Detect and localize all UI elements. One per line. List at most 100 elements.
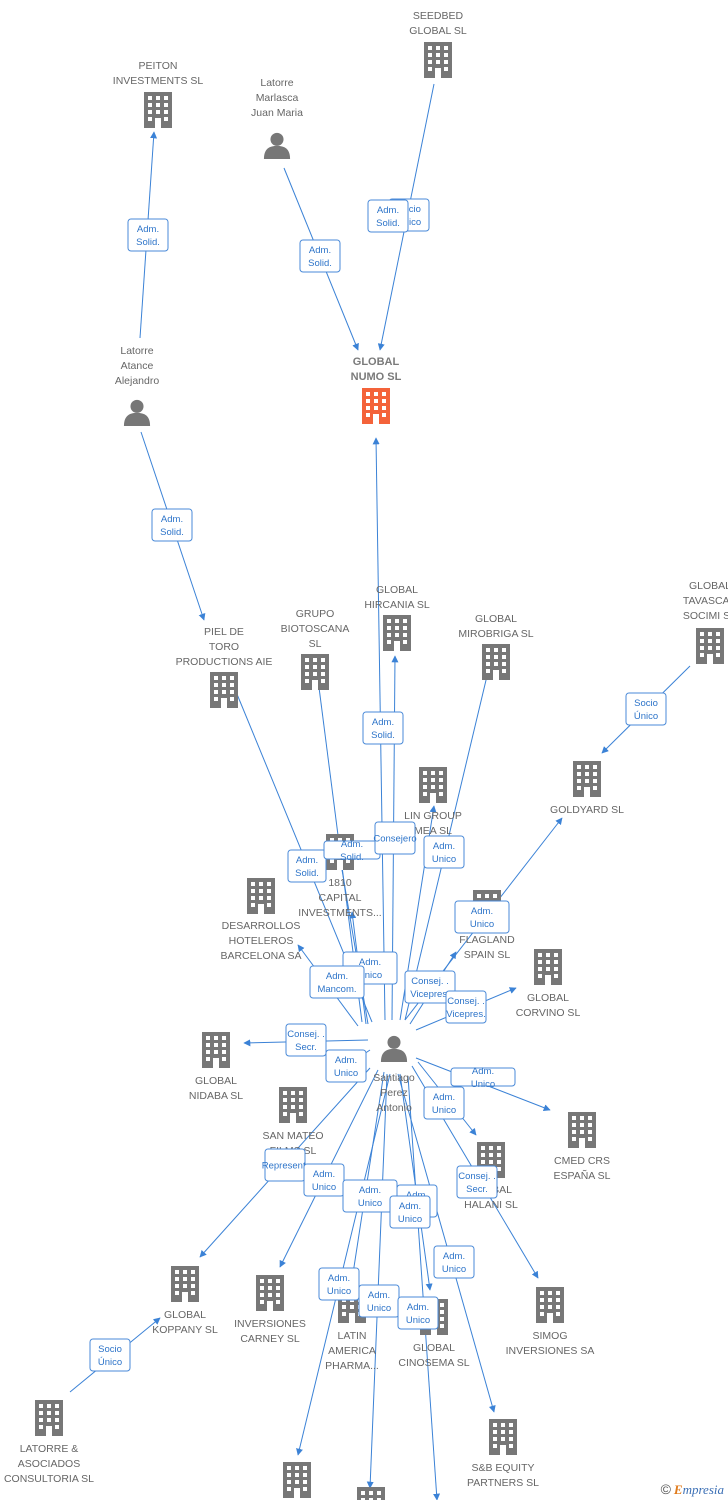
node-label: GLOBAL (527, 992, 569, 1004)
edge-label[interactable]: Adm.Mancom. (309, 965, 365, 999)
node-latin-america[interactable]: LATINAMERICAPHARMA... (325, 1287, 379, 1372)
node-label: PARTNERS SL (467, 1477, 539, 1489)
node-goldyard[interactable]: GOLDYARD SL (550, 761, 624, 816)
node-capital-1810[interactable]: 1810CAPITALINVESTMENTS... (298, 834, 382, 919)
building-icon (283, 1462, 311, 1498)
edge-label-text: Socio (98, 1344, 122, 1355)
building-icon (534, 949, 562, 985)
building-icon (419, 767, 447, 803)
edge-label-text: Unico (312, 1182, 336, 1193)
edge-label[interactable]: Consej. .Vicepres. (445, 990, 487, 1024)
edge-label[interactable]: Adm.Unico (423, 835, 465, 869)
building-icon (424, 42, 452, 78)
edge-label[interactable]: Represent. (262, 1148, 308, 1182)
edge-label[interactable]: Adm.Unico (423, 1086, 465, 1120)
edge-label-text: Unico (358, 970, 382, 981)
edge-label[interactable]: Consej. .Secr. (456, 1165, 498, 1199)
edge-label[interactable]: Adm.Unico (318, 1267, 360, 1301)
node-label: GLOBAL (195, 1075, 237, 1087)
building-icon (362, 388, 390, 424)
building-icon (256, 1275, 284, 1311)
node-sb-equity[interactable]: S&B EQUITY PARTNERS SL (467, 1419, 539, 1489)
building-icon (489, 1419, 517, 1455)
edge-label[interactable]: Adm.Solid. (362, 711, 404, 745)
person-icon (263, 132, 291, 159)
edge-label-text: Consej. . (411, 976, 449, 987)
edge-label[interactable]: Adm.Solid. (367, 199, 409, 233)
building-icon (573, 761, 601, 797)
edge-label-text: Adm. (359, 957, 381, 968)
edge-label-text: Unico (398, 1214, 422, 1225)
node-label: Latorre (120, 345, 153, 357)
edge-label[interactable]: Adm.Solid. (299, 239, 341, 273)
edge-label[interactable]: Consej. .Vicepres. (404, 970, 456, 1004)
node-label: ASOCIADOS (18, 1458, 80, 1470)
building-icon (696, 628, 724, 664)
edge-label-text: Solid. (371, 730, 395, 741)
edge-label[interactable]: Adm.Unico (454, 900, 510, 934)
edge-label[interactable]: Adm.Solid. (127, 218, 169, 252)
node-label: S&B EQUITY (471, 1462, 534, 1474)
node-bottom-b[interactable] (357, 1487, 385, 1500)
node-bottom-a[interactable] (283, 1462, 311, 1498)
edge-line (349, 1071, 385, 1281)
edge-label[interactable]: Adm.Unico (433, 1245, 475, 1279)
node-san-mateo[interactable]: SAN MATEOFILMS SL (262, 1087, 324, 1157)
edge-label[interactable]: Consejero (373, 821, 417, 855)
edge-label-text: Único (634, 711, 658, 722)
edge-label[interactable]: Adm.Unico (397, 1296, 439, 1330)
edge-label-text: Único (397, 217, 421, 228)
node-label: LATORRE & (20, 1443, 79, 1455)
edge-label-text: Adm. (341, 839, 363, 850)
edge-label-text: Adm. (399, 1201, 421, 1212)
edge-label[interactable]: Adm.Unico (358, 1284, 400, 1318)
node-label: Alejandro (115, 375, 160, 387)
edge-label[interactable]: Adm.Solid. (287, 849, 327, 883)
edge-label-text: Socio (397, 204, 421, 215)
node-global-tavascan[interactable]: GLOBALTAVASCANSOCIMI SA (683, 580, 728, 664)
edge-label[interactable]: Adm.Unico (342, 1179, 398, 1213)
edge-label[interactable]: Adm.Unico (303, 1163, 345, 1197)
node-label: GOLDYARD SL (550, 804, 624, 816)
edge-label-text: Consej. . (447, 996, 485, 1007)
edge-label[interactable]: Adm.Solid. (151, 508, 193, 542)
node-label: GLOBAL (376, 584, 418, 596)
edge-label-text: Unico (406, 1315, 430, 1326)
node-label: SAN MATEO (262, 1130, 323, 1142)
building-icon (202, 1032, 230, 1068)
edge-label[interactable]: Adm. Unico (389, 1195, 431, 1229)
building-icon (144, 92, 172, 128)
building-icon (279, 1087, 307, 1123)
edge-label[interactable]: Adm.Unico (325, 1049, 367, 1083)
edge-label[interactable]: Adm.Solid. (323, 839, 381, 863)
edge-label[interactable]: Consej. .Secr. (285, 1023, 327, 1057)
edge-label-text: Adm. (433, 841, 455, 852)
node-label: DESARROLLOS (222, 920, 301, 932)
edge-label[interactable]: Adm.Unico (450, 1066, 516, 1090)
node-label: Antonio (376, 1102, 412, 1114)
node-label: LATIN (338, 1330, 367, 1342)
